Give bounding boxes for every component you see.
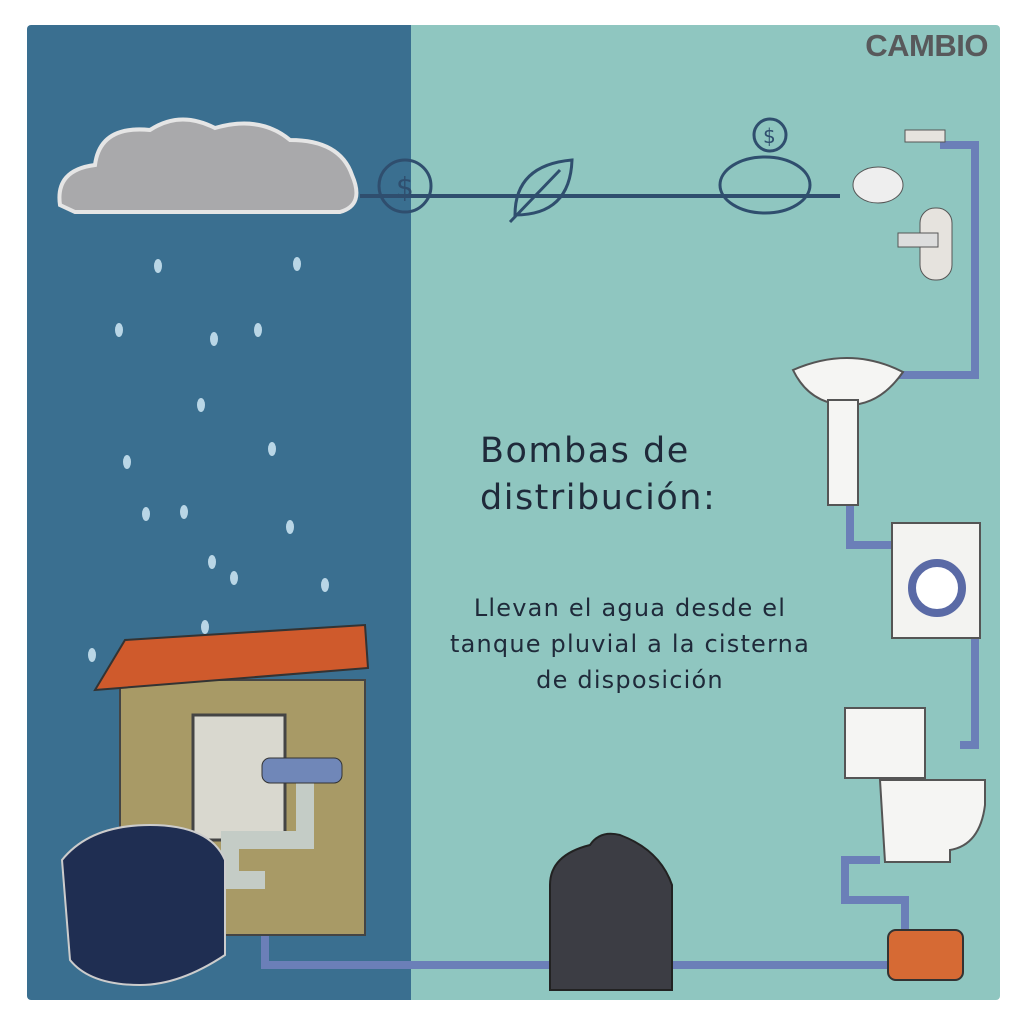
svg-text:$: $: [763, 124, 776, 148]
svg-text:$: $: [396, 171, 414, 204]
rain-drops: [88, 257, 329, 662]
rain-tank-icon: [60, 823, 226, 987]
faucet-handle-icon: [897, 207, 953, 281]
sink-icon: [791, 357, 905, 506]
brand-logo: CAMBIO: [865, 28, 988, 63]
house-icon: [93, 623, 370, 936]
pump-icon: [887, 929, 964, 981]
washing-machine-icon: [891, 522, 981, 639]
leaf-icon: [508, 158, 574, 224]
piggy-bank-icon: $: [718, 117, 812, 215]
cloud-icon: [57, 117, 359, 214]
description: Llevan el agua desde el tanque pluvial a…: [449, 594, 810, 694]
shower-icon: [852, 129, 946, 204]
toilet-icon: [844, 707, 986, 863]
heading-line-2: distribución:: [480, 478, 717, 518]
heading: Bombas de distribución:: [480, 428, 716, 522]
heading-line-1: Bombas de: [480, 431, 690, 471]
cistern-tank-icon: [549, 832, 673, 991]
money-cycle-icon: $: [377, 158, 433, 214]
